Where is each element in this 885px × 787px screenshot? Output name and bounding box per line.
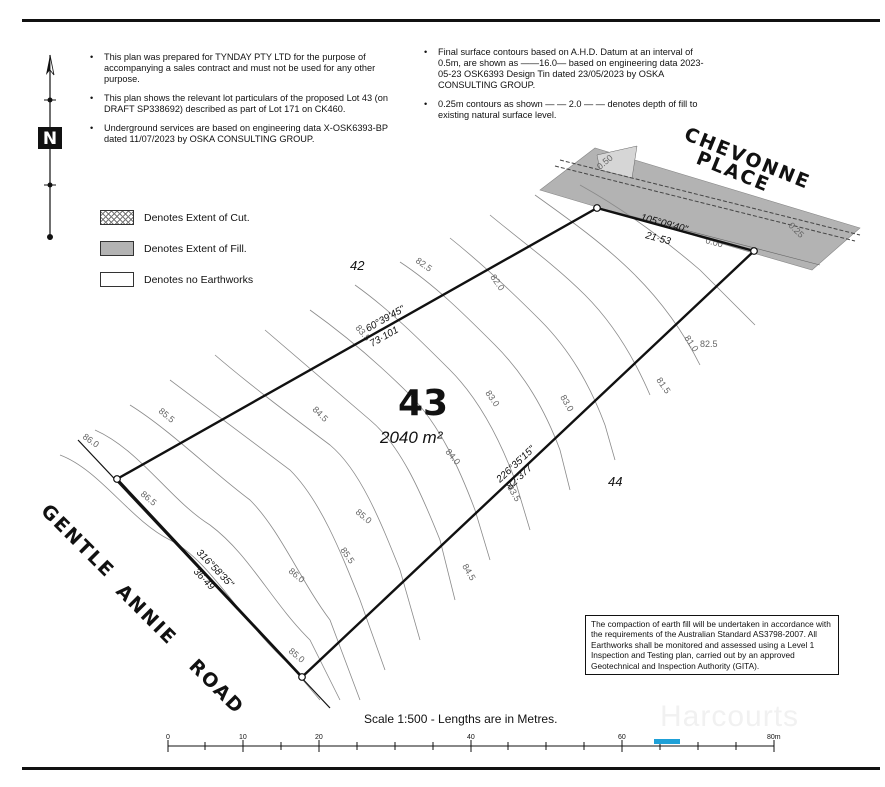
contour-label: 85.5	[338, 545, 356, 565]
contour-label: 83.0	[483, 388, 501, 408]
note-item: Final surface contours based on A.H.D. D…	[422, 47, 712, 91]
contour-line	[309, 309, 491, 561]
north-label: N	[43, 129, 57, 149]
road-frontage-line	[77, 439, 331, 709]
notes-left: This plan was prepared for TYNDAY PTY LT…	[88, 52, 388, 153]
contours	[59, 184, 756, 701]
survey-mark	[298, 673, 306, 681]
contour-label: 86.0	[287, 566, 307, 585]
contour-line	[94, 429, 341, 701]
east-length: 21·53	[643, 230, 672, 248]
contour-line	[129, 404, 361, 701]
scale-tick: 20	[315, 734, 323, 741]
contour-line	[354, 284, 531, 531]
contour-line	[399, 261, 571, 491]
contour-label: 82.5	[414, 255, 434, 273]
scale-title: Scale 1:500 - Lengths are in Metres.	[364, 712, 558, 726]
road-name-annie: ANNIE	[111, 580, 181, 650]
contour-label: 84.0	[443, 447, 462, 467]
contour-line	[534, 194, 701, 366]
contour-label: 81.0	[682, 333, 700, 353]
contour-line	[489, 214, 651, 396]
cut-swatch	[100, 210, 134, 225]
bottom-border-rule	[22, 767, 880, 770]
neighbour-lot-42: 42	[350, 258, 365, 273]
road-edge	[559, 159, 861, 236]
scale-highlight	[654, 739, 680, 744]
contour-label: 82.0	[488, 272, 506, 292]
legend-cut: Denotes Extent of Cut.	[100, 208, 253, 227]
note-item: This plan was prepared for TYNDAY PTY LT…	[88, 52, 388, 85]
fill-swatch	[100, 241, 134, 256]
neighbour-lot-44: 44	[608, 474, 622, 489]
contour-label: 84.5	[311, 404, 330, 423]
scale-tick: 80m	[767, 734, 781, 741]
no-earthworks-swatch	[100, 272, 134, 287]
survey-mark	[113, 475, 121, 483]
legend-none-label: Denotes no Earthworks	[144, 273, 254, 286]
contour-label: 85.5	[157, 406, 177, 425]
scale-tick: 40	[467, 734, 475, 741]
road-edge	[554, 165, 856, 242]
scale-tick: 10	[239, 734, 247, 741]
scale-tick: 0	[166, 734, 170, 741]
contour-label: 83.0	[558, 393, 575, 413]
contour-label: 85.0	[287, 646, 307, 665]
watermark: Harcourts	[660, 700, 800, 733]
survey-mark	[750, 247, 758, 255]
lot-area: 2040 m²	[379, 428, 444, 447]
notes-right: Final surface contours based on A.H.D. D…	[422, 47, 712, 129]
note-item: Underground services are based on engine…	[88, 123, 388, 145]
earthworks-legend: Denotes Extent of Cut. Denotes Extent of…	[100, 208, 253, 301]
scale-bar	[167, 739, 775, 752]
road-name-gentle: GENTLE	[36, 500, 118, 582]
contour-line	[169, 379, 386, 671]
road-edge	[599, 207, 821, 266]
top-border-rule	[22, 19, 880, 22]
scale-tick: 60	[618, 734, 626, 741]
contour-line	[449, 237, 616, 461]
road-name-road: ROAD	[184, 655, 248, 719]
legend-cut-label: Denotes Extent of Cut.	[144, 211, 250, 224]
compaction-note: The compaction of earth fill will be und…	[585, 615, 839, 676]
survey-mark	[593, 204, 601, 212]
contour-label: 82.5	[700, 339, 718, 349]
contour-line	[264, 329, 456, 601]
contour-line	[214, 354, 421, 641]
legend-none: Denotes no Earthworks	[100, 270, 253, 289]
note-item: 0.25m contours as shown — — 2.0 — — deno…	[422, 99, 712, 121]
lot-number: 43	[398, 383, 448, 424]
contour-line	[579, 184, 756, 326]
contour-label: 85.0	[354, 507, 374, 526]
legend-fill-label: Denotes Extent of Fill.	[144, 242, 247, 255]
north-arrow-icon	[38, 54, 62, 240]
legend-fill: Denotes Extent of Fill.	[100, 239, 253, 258]
contour-label: 84.5	[460, 562, 477, 582]
contour-label: 81.5	[654, 375, 672, 395]
note-item: This plan shows the relevant lot particu…	[88, 93, 388, 115]
